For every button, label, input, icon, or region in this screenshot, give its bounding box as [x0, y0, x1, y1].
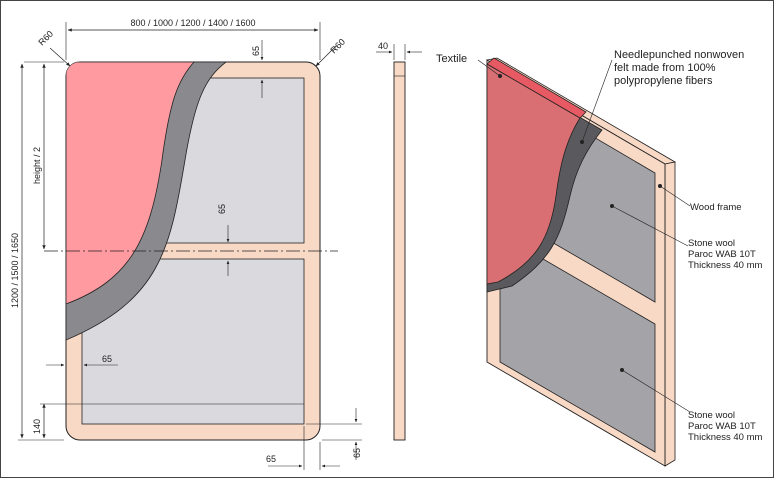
stone-wool-upper-label: Stone wool Paroc WAB 10T Thickness 40 mm [688, 238, 763, 271]
bottom-width-dimension: 65 [266, 454, 276, 464]
side-view: 40 [376, 41, 422, 441]
iso-stone-wool-lower [499, 233, 656, 453]
stone-wool-lower-label: Stone wool Paroc WAB 10T Thickness 40 mm [688, 410, 763, 443]
radius-right-label: R60 [328, 37, 347, 56]
frame-top-dimension: 65 [251, 46, 261, 56]
half-height-dimension: height / 2 [32, 147, 42, 184]
iso-textile-layer [486, 63, 581, 285]
height-dimension: 1200 / 1500 / 1650 [10, 233, 20, 308]
frame-side-dimension: 65 [102, 354, 112, 364]
iso-view: Textile Needlepunched nonwoven felt made… [436, 49, 763, 467]
frame-middle-dimension: 65 [217, 204, 227, 214]
felt-label: Needlepunched nonwoven felt made from 10… [614, 49, 747, 87]
bottom-height-dimension: 65 [352, 448, 362, 458]
side-frame [393, 61, 406, 441]
width-dimension: 800 / 1000 / 1200 / 1400 / 1600 [130, 18, 255, 28]
front-view: 800 / 1000 / 1200 / 1400 / 1600 R60 R60 … [10, 18, 362, 470]
iso-frame-edge [664, 161, 676, 467]
bottom-offset-dimension: 140 [32, 419, 42, 434]
radius-left-label: R60 [36, 29, 55, 48]
thickness-dimension: 40 [378, 41, 388, 51]
wood-frame-label: Wood frame [690, 202, 742, 213]
textile-label: Textile [436, 53, 467, 65]
textile-layer [66, 62, 195, 305]
